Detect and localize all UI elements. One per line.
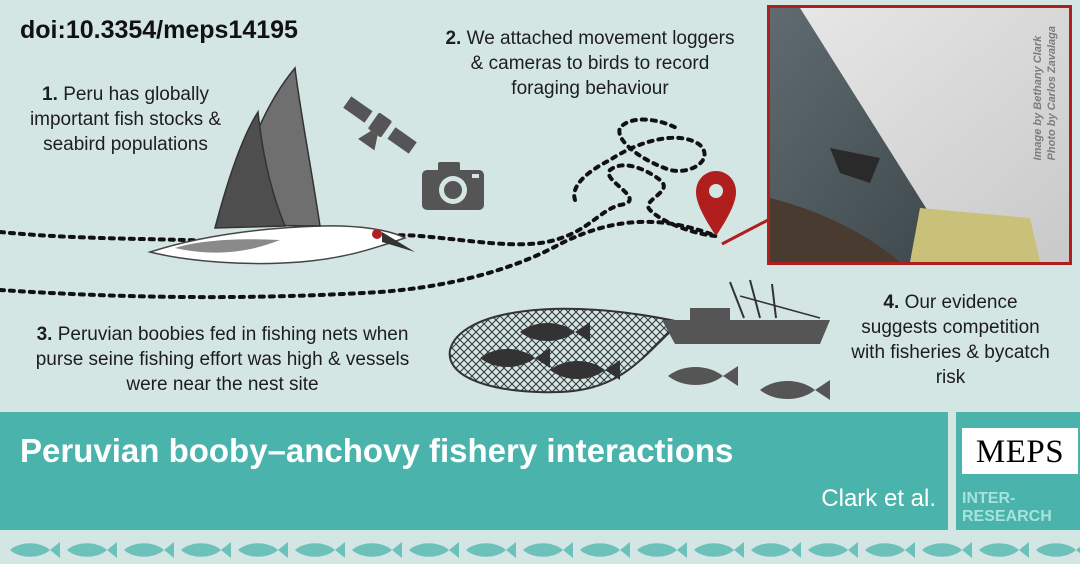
- fish-border-icon: [637, 542, 687, 558]
- step-number: 4.: [883, 292, 900, 313]
- satellite-icon: [343, 96, 417, 154]
- fish-border-icon: [694, 542, 744, 558]
- fish-border-icon: [979, 542, 1029, 558]
- step-text: Peru has globally important fish stocks …: [29, 84, 222, 155]
- fish-border-icon: [409, 542, 459, 558]
- booby-bird: [147, 66, 415, 265]
- banner-authors: Clark et al.: [821, 485, 936, 512]
- title-banner: [0, 412, 948, 530]
- fish-border: [10, 542, 1080, 558]
- fish-border-icon: [808, 542, 858, 558]
- step-number: 1.: [42, 84, 58, 105]
- logo-line: RESEARCH: [962, 508, 1052, 525]
- flight-track-loop: [572, 117, 707, 202]
- return-track: [0, 219, 718, 300]
- doi-label: doi:10.3354/meps14195: [20, 16, 298, 44]
- step-number: 2.: [445, 28, 462, 49]
- step-1: 1. Peru has globally important fish stoc…: [18, 82, 233, 157]
- step-number: 3.: [36, 324, 53, 345]
- scene-illustration: [0, 66, 830, 400]
- step-3: 3. Peruvian boobies fed in fishing nets …: [20, 322, 425, 397]
- fish-border-icon: [580, 542, 630, 558]
- meps-logo: MEPS: [962, 428, 1078, 474]
- camera-photo: Image by Bethany Clark Photo by Carlos Z…: [767, 5, 1072, 265]
- fish-border-icon: [67, 542, 117, 558]
- logo-line: INTER-: [962, 490, 1016, 507]
- fish-border-icon: [295, 542, 345, 558]
- step-4: 4. Our evidence suggests competition wit…: [848, 290, 1053, 390]
- fish-border-icon: [922, 542, 972, 558]
- location-pin-icon: [696, 171, 769, 246]
- fish-border-icon: [10, 542, 60, 558]
- inter-research-logo: INTER- RESEARCH: [962, 490, 1052, 526]
- fish-border-icon: [865, 542, 915, 558]
- fishing-net: [448, 307, 683, 394]
- fish-border-icon: [523, 542, 573, 558]
- photo-image: [770, 8, 1069, 262]
- credit-line: Photo by Carlos Zavalaga: [1046, 26, 1058, 161]
- fish-border-icon: [751, 542, 801, 558]
- fish-border-icon: [181, 542, 231, 558]
- credit-line: Image by Bethany Clark: [1032, 35, 1044, 161]
- step-text: Peruvian boobies fed in fishing nets whe…: [35, 324, 410, 395]
- fish-border-icon: [352, 542, 402, 558]
- camera-icon: [422, 162, 484, 210]
- step-text: We attached movement loggers & cameras t…: [466, 28, 735, 99]
- fish-border-icon: [466, 542, 516, 558]
- photo-credit: Image by Bethany Clark Photo by Carlos Z…: [1031, 26, 1059, 160]
- fish-border-icon: [124, 542, 174, 558]
- banner-title: Peruvian booby–anchovy fishery interacti…: [20, 432, 734, 469]
- step-2: 2. We attached movement loggers & camera…: [440, 26, 740, 101]
- fishing-boat: [662, 279, 830, 344]
- step-text: Our evidence suggests competition with f…: [851, 292, 1050, 388]
- fish-group: [480, 322, 830, 400]
- fish-border-icon: [1036, 543, 1080, 557]
- fish-border-icon: [238, 542, 288, 558]
